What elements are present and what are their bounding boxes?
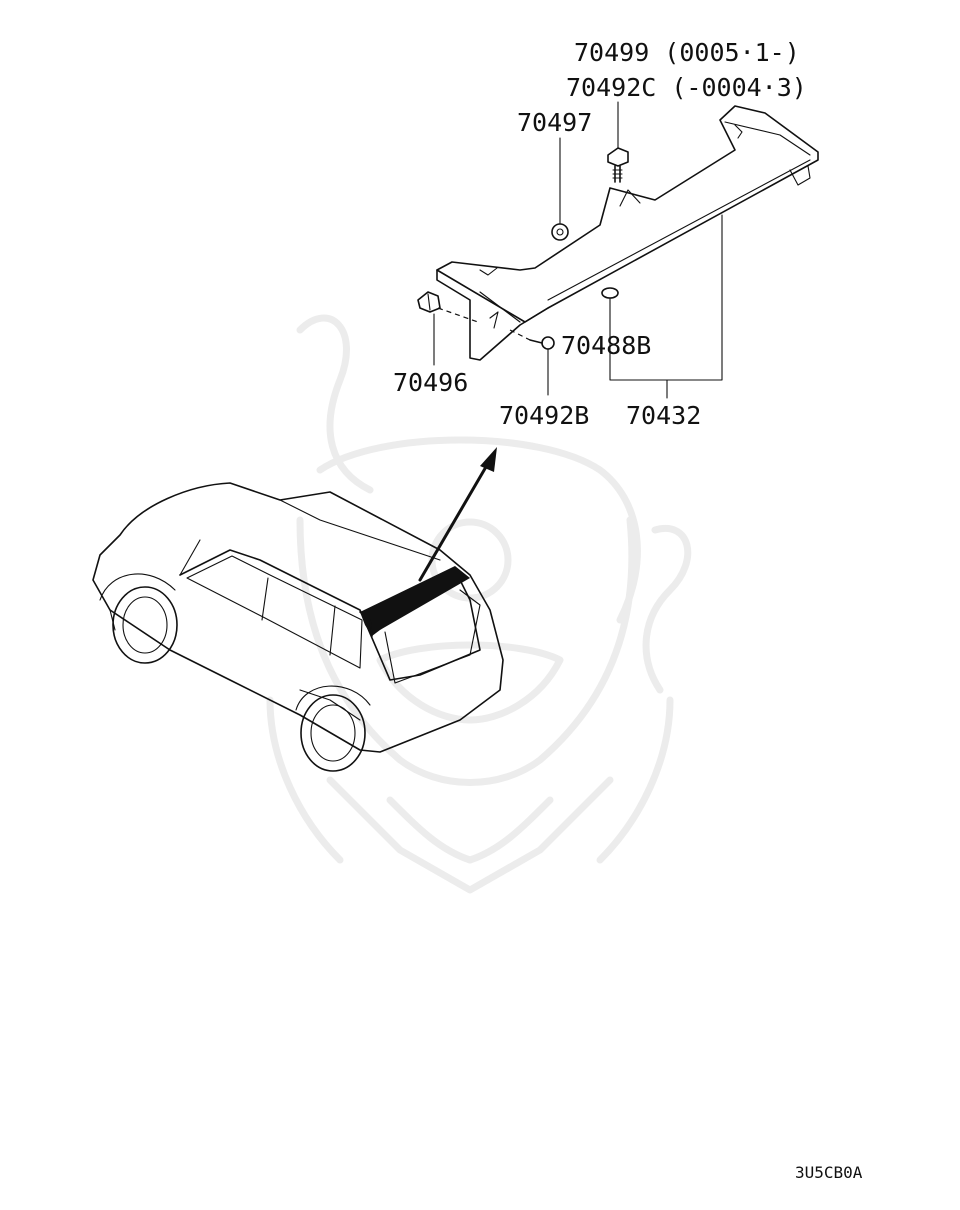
label-70432: 70432 xyxy=(626,401,702,430)
diagram-code: 3U5CB0A xyxy=(795,1163,863,1182)
rear-spoiler xyxy=(436,105,819,361)
label-70496: 70496 xyxy=(393,368,469,397)
label-70499: 70499 (0005·1-) xyxy=(574,38,800,67)
clip-70496 xyxy=(417,291,441,313)
location-arrow xyxy=(418,447,497,582)
label-70492c: 70492C (-0004·3) xyxy=(566,73,807,102)
label-70492b: 70492B xyxy=(499,401,590,430)
leader-lines xyxy=(433,101,723,399)
vehicle-illustration xyxy=(92,482,504,772)
bolt-70492c xyxy=(607,147,629,183)
grommet-70497 xyxy=(551,223,569,241)
label-70497: 70497 xyxy=(517,108,593,137)
label-70488b: 70488B xyxy=(561,331,652,360)
nut-70488b xyxy=(601,287,619,299)
screw-70492b xyxy=(529,336,555,350)
